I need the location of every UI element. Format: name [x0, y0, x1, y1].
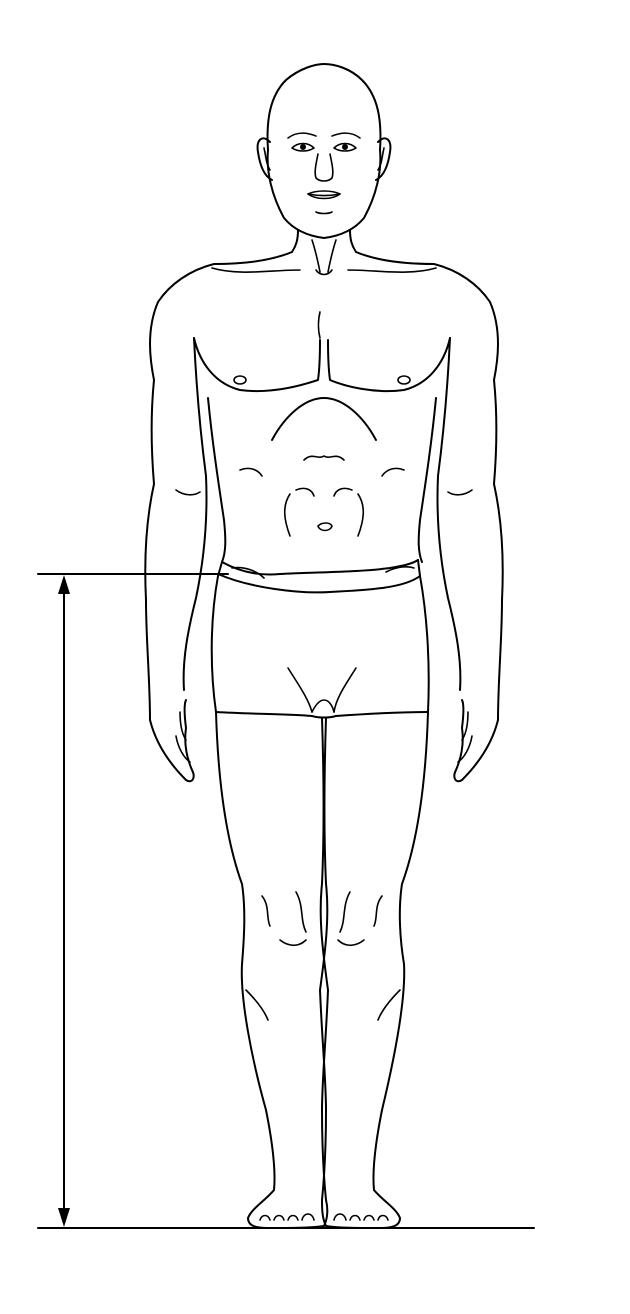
right-eyebrow [331, 132, 361, 139]
nose [314, 153, 334, 182]
human-figure [144, 63, 504, 1229]
left-leg [215, 711, 329, 1229]
neck [291, 229, 357, 276]
navel [317, 522, 333, 532]
left-arm [144, 301, 208, 783]
shorts [210, 559, 430, 719]
left-eyebrow [287, 132, 317, 139]
right-ear [375, 137, 392, 181]
left-hand [149, 699, 195, 783]
left-nipple [233, 375, 247, 385]
left-eye [291, 142, 315, 152]
head [256, 63, 392, 239]
right-eye [333, 142, 357, 152]
right-foot [321, 1189, 401, 1229]
left-chest [193, 337, 321, 393]
right-nipple [397, 375, 411, 385]
right-leg [319, 711, 429, 1229]
arrowhead-bottom-icon [58, 1208, 70, 1227]
torso [157, 251, 491, 563]
left-foot [247, 1189, 329, 1229]
right-chest [327, 337, 451, 393]
shorts-hem [215, 711, 429, 719]
waistband [221, 559, 419, 576]
left-ear [256, 137, 273, 181]
arrowhead-top-icon [58, 575, 70, 594]
right-hand [453, 699, 499, 783]
right-arm [436, 301, 504, 783]
